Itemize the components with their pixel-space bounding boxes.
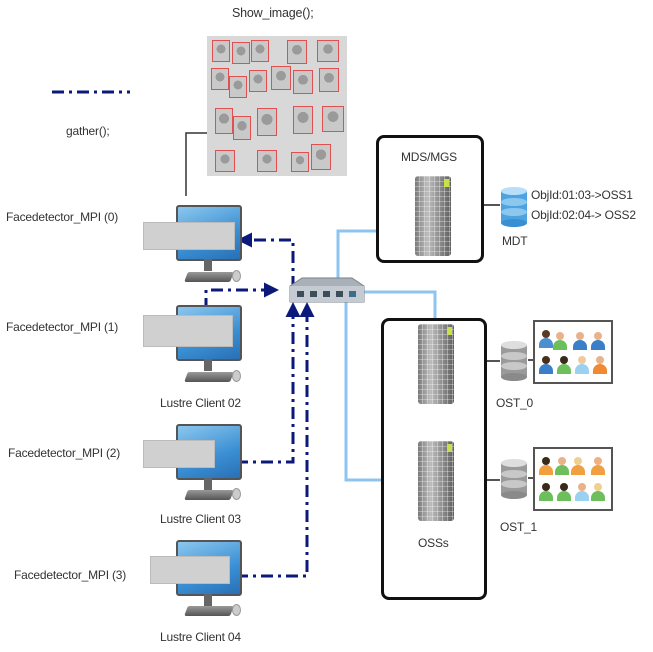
face-box bbox=[251, 40, 269, 62]
face-box bbox=[317, 40, 339, 62]
client2-name: Lustre Client 03 bbox=[160, 512, 241, 526]
ost0-database-icon[interactable] bbox=[500, 340, 528, 382]
ost1-image-set bbox=[533, 447, 613, 511]
keyboard-icon bbox=[184, 272, 234, 282]
face-box bbox=[291, 152, 309, 172]
gather-client1-to-switch bbox=[204, 282, 279, 310]
gather-client2-to-switch bbox=[236, 302, 301, 464]
mdt-database-icon[interactable] bbox=[500, 186, 528, 228]
mouse-icon bbox=[232, 370, 241, 382]
keyboard-icon bbox=[184, 490, 234, 500]
face-box bbox=[215, 108, 233, 134]
gather-switch-to-client0 bbox=[237, 232, 295, 288]
legend-label: gather(); bbox=[66, 124, 110, 138]
client3-process-label: Facedetector_MPI (3) bbox=[14, 568, 127, 582]
face-box bbox=[212, 40, 230, 62]
face-box bbox=[249, 70, 267, 92]
ost1-label: OST_1 bbox=[500, 520, 538, 534]
face-thumbnails bbox=[143, 315, 233, 347]
face-box bbox=[257, 150, 277, 172]
oss-label: OSSs bbox=[418, 536, 449, 550]
oss0-server-icon bbox=[418, 324, 454, 404]
face-box bbox=[232, 42, 250, 64]
gather-lines bbox=[52, 90, 315, 578]
face-box bbox=[257, 108, 277, 136]
face-box bbox=[233, 116, 251, 140]
monitor-stand bbox=[204, 259, 212, 271]
mdt-entry: ObjId:02:04-> OSS2 bbox=[531, 208, 636, 222]
mouse-icon bbox=[232, 604, 241, 616]
face-box bbox=[293, 106, 313, 134]
client3-name: Lustre Client 04 bbox=[160, 630, 241, 644]
face-box bbox=[311, 144, 331, 170]
show-image-title: Show_image(); bbox=[232, 6, 314, 20]
client1-process-label: Facedetector_MPI (1) bbox=[6, 320, 119, 334]
mouse-icon bbox=[232, 270, 241, 282]
face-box bbox=[287, 40, 307, 64]
ost1-database-icon[interactable] bbox=[500, 458, 528, 500]
mdt-entry: ObjId:01:03->OSS1 bbox=[531, 188, 633, 202]
mdt-label: MDT bbox=[502, 234, 528, 248]
mds-mgs-box[interactable]: MDS/MGS bbox=[376, 135, 484, 263]
face-box bbox=[271, 66, 291, 90]
mds-server-icon bbox=[415, 176, 451, 256]
face-thumbnails bbox=[150, 556, 230, 584]
face-box bbox=[229, 76, 247, 98]
monitor-stand bbox=[204, 359, 212, 371]
face-box bbox=[322, 106, 344, 132]
keyboard-icon bbox=[184, 372, 234, 382]
monitor-stand bbox=[204, 594, 212, 606]
face-thumbnails bbox=[143, 222, 235, 250]
ost0-image-set bbox=[533, 320, 613, 384]
mds-label: MDS/MGS bbox=[401, 150, 457, 164]
ost0-label: OST_0 bbox=[496, 396, 534, 410]
client2-process-label: Facedetector_MPI (2) bbox=[8, 446, 121, 460]
face-box bbox=[215, 150, 235, 172]
oss1-server-icon bbox=[418, 441, 454, 521]
face-detection-collage bbox=[207, 36, 347, 176]
face-box bbox=[211, 68, 229, 90]
keyboard-icon bbox=[184, 606, 234, 616]
link-switch-oss0 bbox=[360, 290, 437, 322]
face-box bbox=[319, 68, 339, 92]
link-client0-showimage bbox=[185, 132, 208, 196]
face-box bbox=[293, 70, 313, 94]
gather-client3-to-switch bbox=[236, 302, 315, 578]
monitor-stand bbox=[204, 478, 212, 490]
client1-name: Lustre Client 02 bbox=[160, 396, 241, 410]
face-thumbnails bbox=[143, 440, 215, 468]
client0-process-label: Facedetector_MPI (0) bbox=[6, 210, 119, 224]
oss-box[interactable]: OSSs bbox=[381, 318, 487, 600]
mouse-icon bbox=[232, 488, 241, 500]
